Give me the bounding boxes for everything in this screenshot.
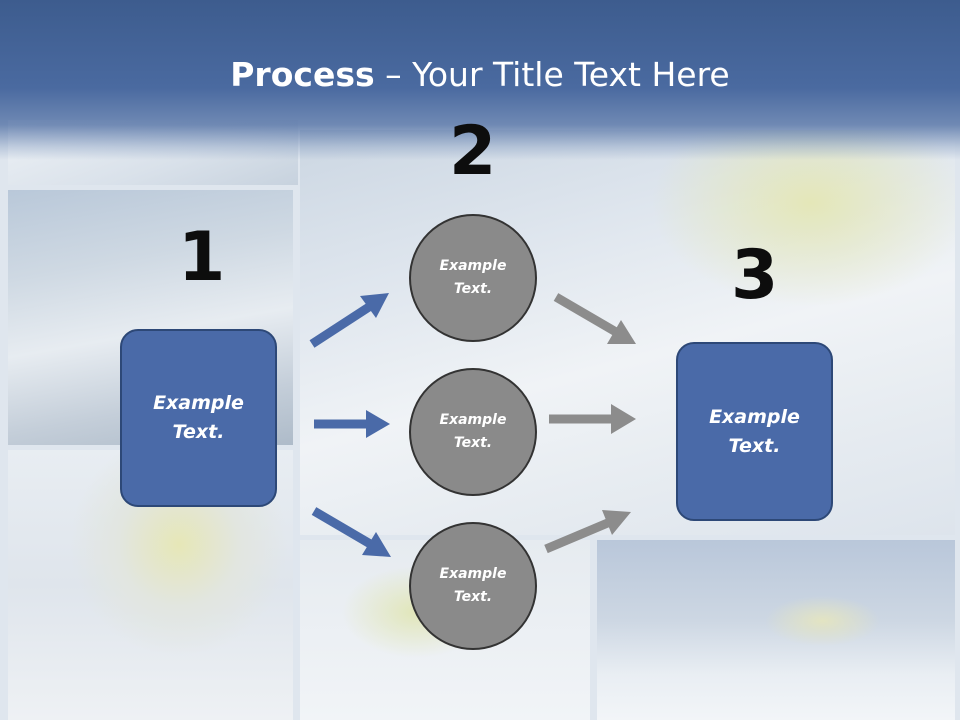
left-box-line2: Text.	[172, 421, 225, 443]
right-process-box: Example Text.	[676, 342, 833, 521]
step-number-2: 2	[449, 112, 497, 191]
circle-middle-line2: Text.	[453, 435, 493, 451]
process-circle-top: Example Text.	[409, 214, 537, 342]
title-bold: Process	[230, 55, 375, 94]
process-circle-bottom: Example Text.	[409, 522, 537, 650]
right-box-line1: Example	[709, 405, 800, 428]
step-number-1: 1	[178, 218, 226, 297]
title-band	[0, 0, 960, 160]
circle-bottom-line2: Text.	[453, 589, 493, 605]
circle-middle-line1: Example	[439, 412, 507, 428]
process-circle-middle: Example Text.	[409, 368, 537, 496]
step-number-3: 3	[731, 236, 779, 315]
circle-bottom-line1: Example	[439, 566, 507, 582]
photo-skier-descending	[300, 130, 955, 535]
left-process-box: Example Text.	[120, 329, 277, 507]
left-box-line1: Example	[153, 392, 244, 414]
circle-top-line1: Example	[439, 258, 507, 274]
photo-skier-jump	[597, 540, 955, 720]
circle-top-line2: Text.	[453, 281, 493, 297]
title-rest: – Your Title Text Here	[374, 55, 730, 94]
slide-title: Process – Your Title Text Here	[0, 55, 960, 95]
right-box-line2: Text.	[728, 434, 781, 457]
